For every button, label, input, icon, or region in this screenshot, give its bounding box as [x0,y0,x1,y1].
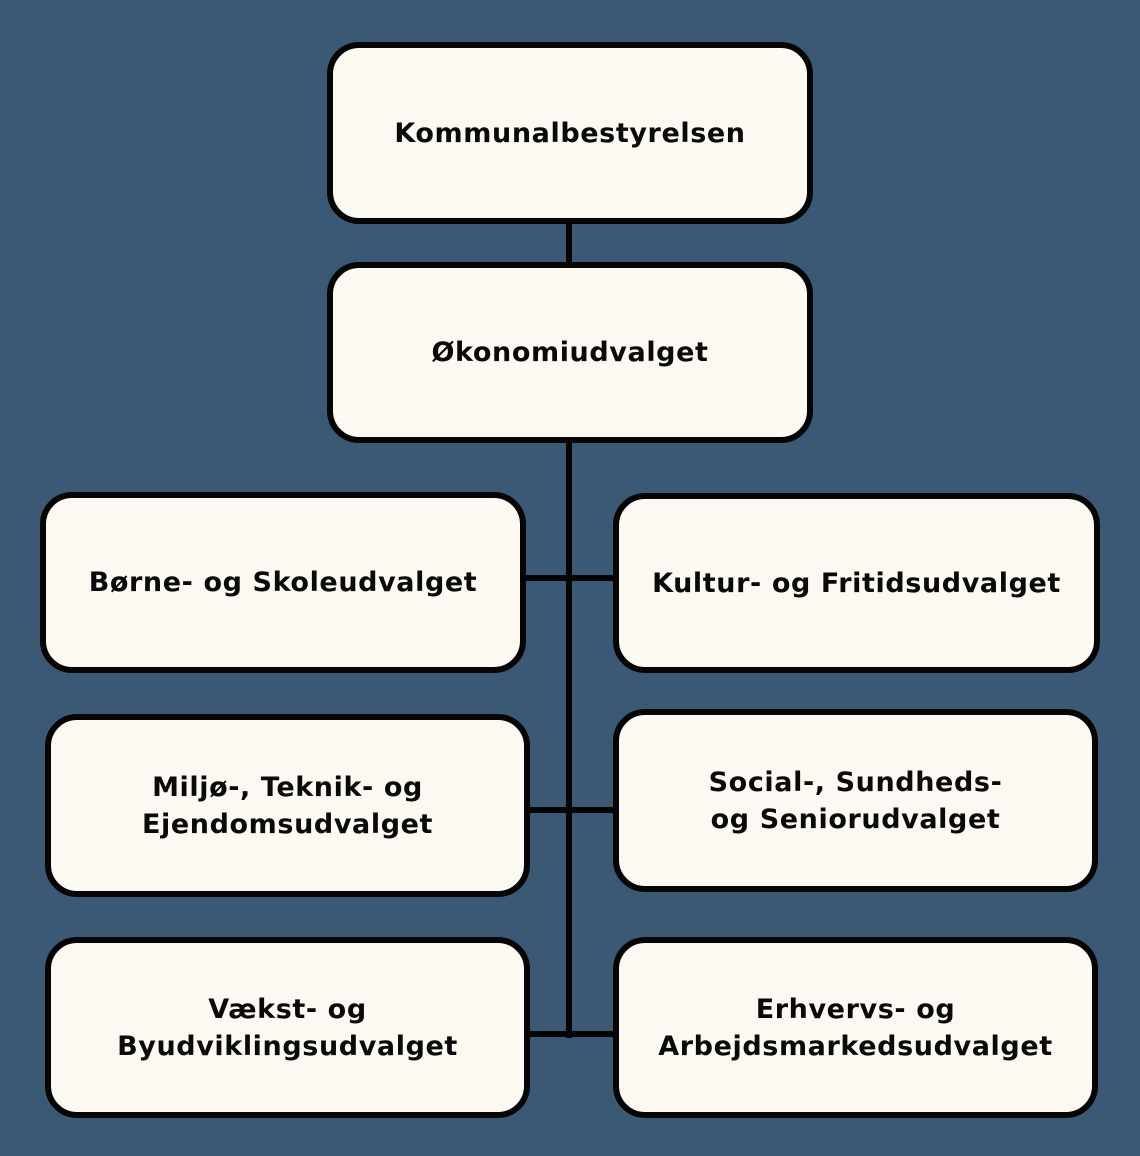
box-miljo-teknik-og-ejendomsudvalget: Miljø-, Teknik- og Ejendomsudvalget [45,714,530,897]
box-label: Kommunalbestyrelsen [394,117,746,149]
box-borne-og-skoleudvalget: Børne- og Skoleudvalget [40,492,526,673]
box-kommunalbestyrelsen: Kommunalbestyrelsen [327,42,813,224]
box-label-line-1: Miljø-, Teknik- og [152,771,423,803]
connector-top-to-second [566,220,572,266]
box-erhvervs-og-arbejdsmarkedsudvalget: Erhvervs- og Arbejdsmarkedsudvalget [613,937,1098,1118]
box-label-line-1: Vækst- og [208,993,367,1025]
box-label-line-1: Erhvervs- og [755,993,956,1025]
box-label-line-2: Arbejdsmarkedsudvalget [658,1030,1053,1062]
box-kultur-og-fritidsudvalget: Kultur- og Fritidsudvalget [613,493,1100,673]
box-vaekst-og-byudviklingsudvalget: Vækst- og Byudviklingsudvalget [45,937,530,1118]
box-label-line-2: Ejendomsudvalget [141,808,434,840]
box-okonomiudvalget: Økonomiudvalget [327,262,813,443]
connector-row-2 [527,807,616,813]
box-label: Børne- og Skoleudvalget [88,567,478,598]
box-label-line-2: Byudviklingsudvalget [117,1030,458,1062]
connector-spine [566,440,572,1038]
box-label-line-2: og Seniorudvalget [710,803,1001,835]
connector-row-3 [527,1031,616,1037]
box-label: Kultur- og Fritidsudvalget [652,567,1061,599]
box-label: Økonomiudvalget [431,337,709,368]
connector-row-1 [522,575,616,581]
box-label-line-1: Social-, Sundheds- [708,766,1003,798]
box-social-sundheds-og-seniorudvalget: Social-, Sundheds- og Seniorudvalget [613,709,1098,892]
